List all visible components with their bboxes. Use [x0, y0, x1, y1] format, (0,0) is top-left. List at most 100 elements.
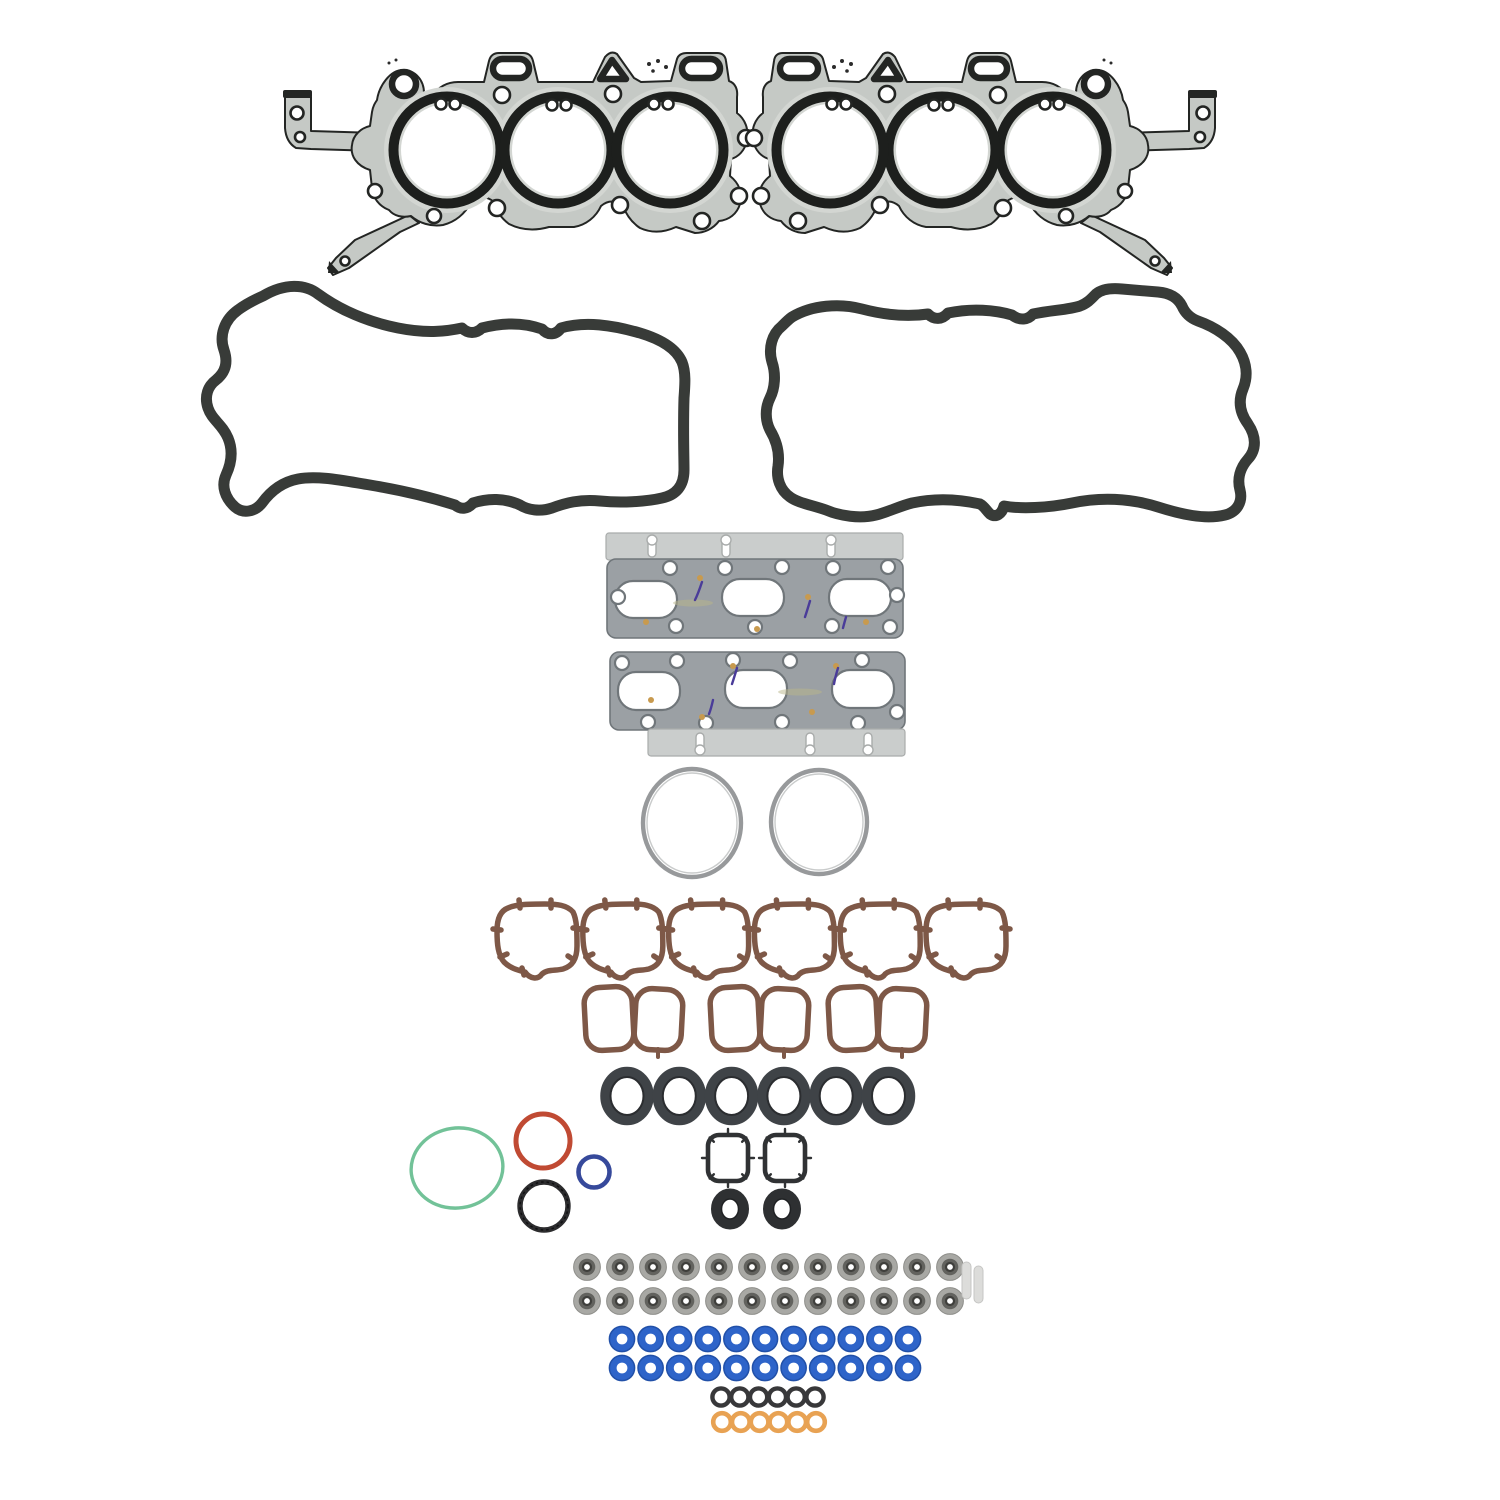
- valve-cover-gasket-left: [200, 280, 691, 517]
- dowel-pin: [961, 1261, 972, 1300]
- small-orange-o-ring: [804, 1410, 828, 1434]
- blue-grommet: [780, 1325, 807, 1353]
- exhaust-manifold-gasket-upper: [605, 532, 906, 639]
- tube-seal: [652, 1066, 707, 1126]
- valve-stem-seal: [903, 1287, 931, 1315]
- blue-grommet: [808, 1325, 836, 1353]
- exhaust-manifold-gasket-lower: [609, 651, 906, 757]
- valve-stem-seal: [573, 1287, 601, 1315]
- intake-double-gasket: [707, 983, 812, 1059]
- blue-grommet: [866, 1354, 893, 1382]
- small-orange-o-ring: [729, 1410, 752, 1434]
- valve-cover-gasket-right: [760, 283, 1260, 523]
- tube-seal: [861, 1066, 916, 1126]
- blue-grommets: [608, 1325, 922, 1382]
- valve-stem-seal: [936, 1253, 964, 1281]
- tube-seal: [600, 1066, 654, 1126]
- bolt-hole: [293, 130, 307, 144]
- intake-port-gasket: [661, 897, 756, 981]
- small-orange-o-rings: [710, 1410, 828, 1434]
- tube-seal: [757, 1066, 811, 1126]
- intake-port-gasket: [490, 897, 584, 981]
- small-black-o-ring: [766, 1386, 789, 1408]
- stamp-dots: [387, 58, 668, 73]
- tube-seal: [704, 1066, 759, 1126]
- heat-shield: [647, 728, 906, 757]
- blue-grommet: [723, 1325, 750, 1353]
- large-sealing-rings: [640, 766, 870, 880]
- blue-grommet: [637, 1354, 664, 1382]
- small-orange-o-ring: [786, 1410, 809, 1434]
- o-ring-green: [409, 1126, 505, 1210]
- blue-grommet: [608, 1325, 636, 1353]
- intake-double-gasket: [825, 983, 930, 1059]
- blue-grommet: [665, 1354, 693, 1382]
- head-gasket-left: [283, 51, 756, 276]
- blue-grommet: [751, 1354, 779, 1382]
- valve-stem-seal: [705, 1287, 733, 1315]
- valve-stem-seal: [837, 1287, 865, 1315]
- blue-grommet: [637, 1325, 664, 1353]
- valve-stem-seal: [771, 1253, 799, 1281]
- small-black-o-ring: [747, 1386, 770, 1408]
- valve-stem-seal: [804, 1287, 832, 1315]
- small-orange-o-ring: [710, 1410, 734, 1434]
- bolt-holes: [613, 651, 906, 732]
- bolt-hole: [289, 105, 305, 121]
- valve-stem-seal: [606, 1253, 634, 1281]
- valve-stem-seal: [573, 1253, 601, 1281]
- valve-stem-seal: [639, 1287, 667, 1315]
- blue-grommet: [837, 1354, 865, 1382]
- intake-port-gaskets: [490, 897, 1013, 981]
- valve-stem-seal: [738, 1287, 766, 1315]
- ear-opening: [388, 68, 420, 100]
- head-gasket-right: [746, 53, 1217, 275]
- blue-grommet: [694, 1325, 722, 1353]
- blue-grommet: [808, 1354, 836, 1382]
- blue-grommet: [780, 1354, 807, 1382]
- blue-grommet: [894, 1325, 922, 1353]
- small-black-o-rings: [710, 1386, 826, 1408]
- ear-opening: [489, 55, 533, 82]
- small-orange-o-ring: [748, 1410, 771, 1434]
- small-black-o-ring: [729, 1386, 751, 1408]
- leg-black-tip: [328, 261, 340, 273]
- small-black-o-ring: [710, 1386, 732, 1408]
- valve-stem-seal: [606, 1287, 634, 1315]
- intake-port-gasket: [747, 897, 842, 981]
- blue-grommet: [694, 1354, 722, 1382]
- blue-grommet: [837, 1325, 865, 1353]
- valve-stem-seal: [672, 1253, 700, 1281]
- tube-seal: [809, 1066, 863, 1126]
- tube-seals: [600, 1066, 916, 1126]
- ear-opening: [678, 55, 724, 82]
- intake-port-gasket: [919, 897, 1013, 981]
- square-gasket: [757, 1127, 813, 1189]
- shield-slots: [646, 534, 837, 558]
- bore-fire-ring: [611, 91, 729, 209]
- large-sealing-ring: [768, 767, 870, 877]
- blue-grommet: [894, 1354, 922, 1382]
- intake-double-gasket: [581, 983, 686, 1059]
- valve-stem-seal: [771, 1287, 799, 1315]
- shield-slots: [694, 732, 874, 756]
- blue-grommet: [608, 1354, 636, 1382]
- valve-stem-seal: [672, 1287, 700, 1315]
- small-black-o-ring: [804, 1386, 826, 1408]
- dowel-pin: [973, 1265, 984, 1304]
- valve-stem-seal: [870, 1287, 898, 1315]
- large-sealing-ring: [640, 766, 744, 880]
- head-gasket-leg: [327, 214, 420, 276]
- valve-stem-seal: [639, 1253, 667, 1281]
- intake-double-port-gaskets: [581, 983, 930, 1059]
- paint-markers: [648, 663, 840, 720]
- small-round-seals: [711, 1188, 801, 1230]
- ear-opening: [596, 56, 630, 83]
- valve-stem-seal: [804, 1253, 832, 1281]
- dowel-pins: [961, 1261, 984, 1304]
- blue-grommet: [751, 1325, 779, 1353]
- exhaust-ports: [616, 668, 896, 712]
- o-ring-red: [513, 1111, 573, 1171]
